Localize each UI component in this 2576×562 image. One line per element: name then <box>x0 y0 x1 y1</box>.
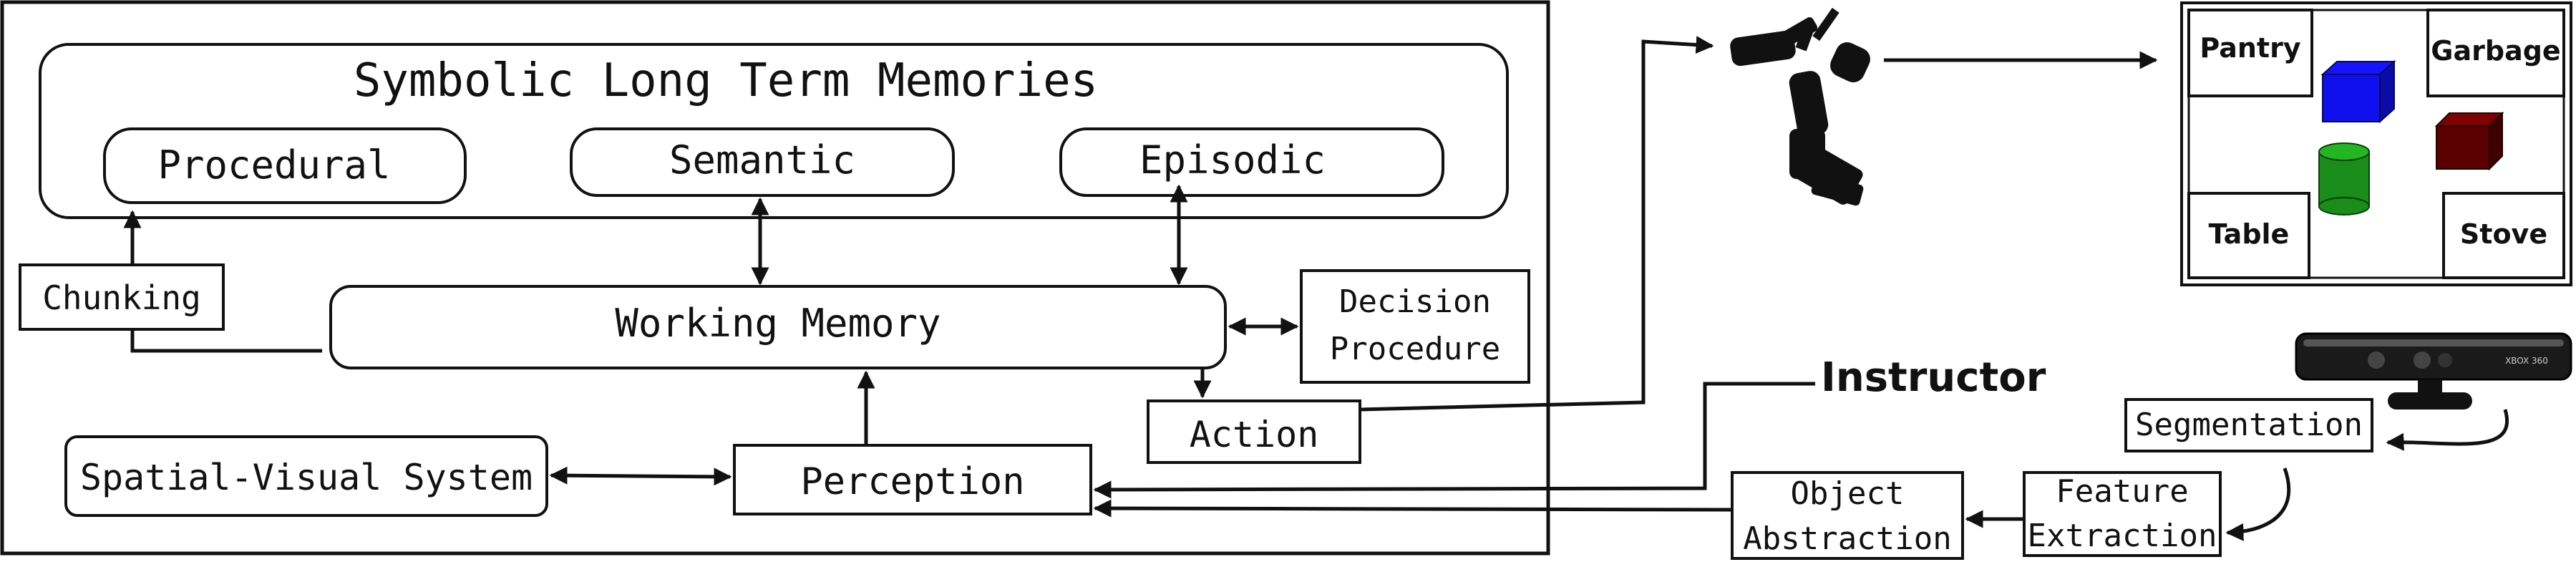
working-memory-box: Working Memory <box>329 285 1227 369</box>
chunking-label: Chunking <box>42 278 201 317</box>
stove-box: Stove <box>2442 192 2565 279</box>
perception-label: Perception <box>800 460 1024 503</box>
segmentation-label: Segmentation <box>2135 407 2363 443</box>
garbage-box: Garbage <box>2426 9 2565 97</box>
semantic-memory-box: Semantic <box>570 127 955 197</box>
segmentation-to-feature-arrow <box>2225 467 2291 541</box>
table-label: Table <box>2209 218 2290 250</box>
kinect-to-segmentation-arrow <box>2386 409 2509 451</box>
garbage-label: Garbage <box>2431 35 2560 67</box>
red-cube-icon <box>2434 111 2504 171</box>
spatial-visual-label: Spatial-Visual System <box>80 457 533 498</box>
spatial-visual-box: Spatial-Visual System <box>64 435 548 517</box>
segmentation-box: Segmentation <box>2124 398 2373 452</box>
blue-cube-icon <box>2320 59 2396 124</box>
robot-arm-icon <box>1730 7 1870 206</box>
object-line1: Object <box>1791 475 1905 512</box>
spatial-perception-arrow <box>549 466 732 486</box>
object-abstraction-box: Object Abstraction <box>1731 471 1964 560</box>
pantry-label: Pantry <box>2200 32 2300 64</box>
procedural-memory-box: Procedural <box>103 127 467 204</box>
feature-line1: Feature <box>2056 473 2188 510</box>
decision-line2: Procedure <box>1330 331 1500 367</box>
object-to-perception-arrow <box>1093 499 1731 518</box>
episodic-label: Episodic <box>1139 137 1326 183</box>
decision-procedure-box: Decision Procedure <box>1300 269 1530 384</box>
object-line2: Abstraction <box>1743 520 1951 557</box>
feature-line2: Extraction <box>2028 518 2217 554</box>
procedural-label: Procedural <box>157 142 390 188</box>
action-box: Action <box>1147 399 1361 464</box>
kinect-sensor-icon: XBOX 360 <box>2295 332 2572 410</box>
feature-extraction-box: Feature Extraction <box>2023 471 2222 557</box>
perception-box: Perception <box>733 444 1092 515</box>
working-memory-to-chunking-line <box>130 329 322 353</box>
agent-frame <box>0 0 1550 556</box>
semantic-label: Semantic <box>669 137 855 183</box>
working-memory-label: Working Memory <box>615 301 941 346</box>
instructor-to-perception-line <box>1093 382 1815 499</box>
green-cylinder-icon <box>2318 142 2370 215</box>
pantry-box: Pantry <box>2187 9 2313 97</box>
chunking-box: Chunking <box>19 263 225 331</box>
episodic-memory-box: Episodic <box>1059 127 1444 197</box>
action-to-robot-line <box>1359 36 1714 412</box>
action-label: Action <box>1190 414 1319 455</box>
workspace-scene: Pantry Garbage Table Stove <box>2180 1 2572 286</box>
memory-title: Symbolic Long Term Memories <box>354 54 1098 107</box>
stove-label: Stove <box>2460 218 2547 250</box>
table-box: Table <box>2187 192 2310 279</box>
instructor-label: Instructor <box>1821 354 2046 401</box>
decision-line1: Decision <box>1339 284 1491 320</box>
kinect-label: XBOX 360 <box>2505 356 2548 366</box>
